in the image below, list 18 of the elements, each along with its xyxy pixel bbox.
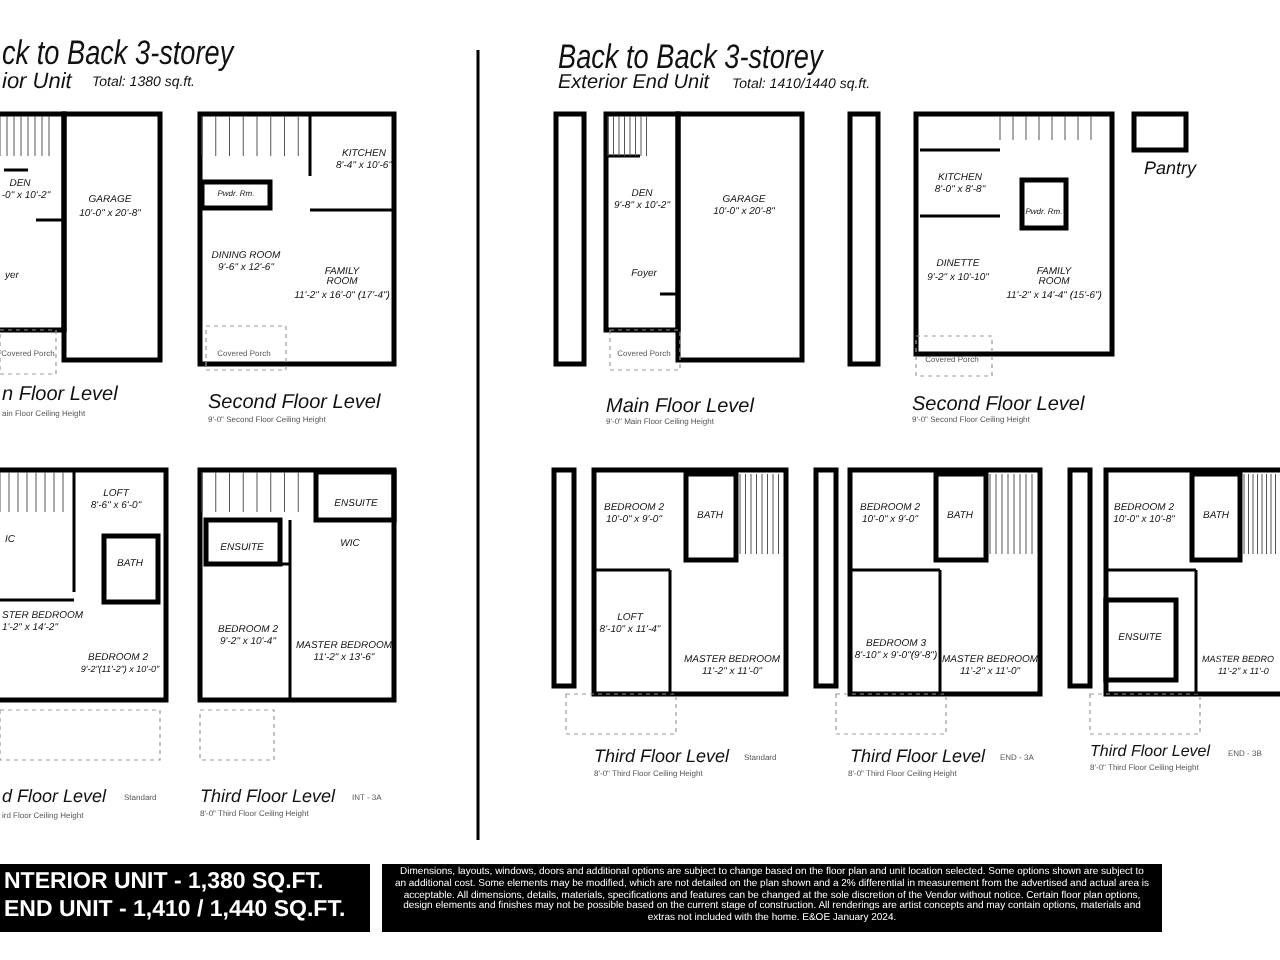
heading: Third Floor Level bbox=[850, 748, 986, 767]
heading: Third Floor Level bbox=[200, 788, 336, 807]
unit-area-text: NTERIOR UNIT - 1,380 SQ.FT. bbox=[4, 870, 326, 898]
heading: Third Floor Level bbox=[1090, 744, 1211, 761]
title: Back to Back 3-storey bbox=[558, 40, 823, 76]
unit-area-text: END UNIT - 1,410 / 1,440 SQ.FT. bbox=[4, 897, 348, 926]
heading: Third Floor Level bbox=[594, 748, 730, 767]
disclaimer-panel bbox=[382, 864, 1162, 932]
heading: ior Unit bbox=[2, 72, 72, 96]
heading: Pantry bbox=[1144, 160, 1197, 179]
title: ck to Back 3-storey bbox=[2, 36, 234, 72]
heading: Exterior End Unit bbox=[558, 74, 710, 95]
unit-area-panel bbox=[0, 864, 370, 932]
heading: n Floor Level bbox=[2, 386, 118, 407]
heading: Second Floor Level bbox=[912, 396, 1085, 416]
heading: Second Floor Level bbox=[208, 394, 381, 415]
heading: Main Floor Level bbox=[606, 398, 754, 418]
heading: d Floor Level bbox=[2, 788, 107, 807]
